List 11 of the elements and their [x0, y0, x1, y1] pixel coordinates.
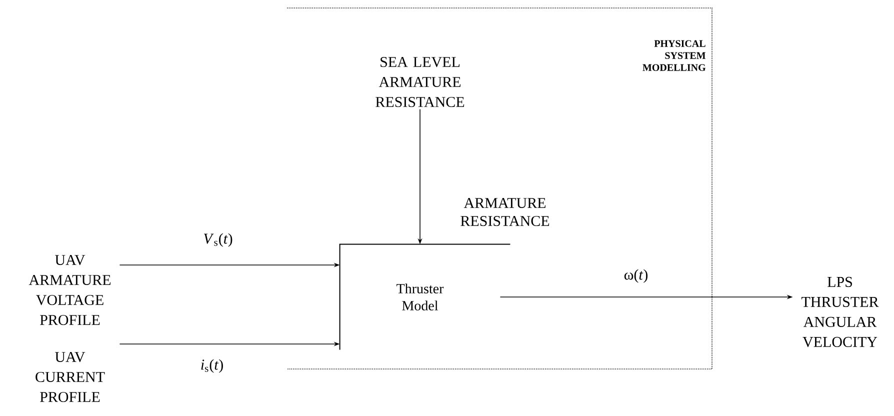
- signal-text: UAV ARMATURE VOLTAGE PROFILE: [28, 254, 110, 326]
- edge-label: V$_{s}$(t): [204, 233, 232, 247]
- boundary-heading: PHYSICAL SYSTEM MODELLING: [642, 40, 706, 71]
- edge-label: ω(t): [624, 269, 648, 283]
- signal-text: UAV CURRENT PROFILE: [36, 352, 105, 402]
- block-box: Thruster Model: [339, 244, 511, 350]
- edge-label: i$_{s}$(t): [201, 359, 223, 373]
- system-boundary: [286, 8, 712, 370]
- edge-label: ARMATURE RESISTANCE: [460, 198, 550, 226]
- signal-text: LPS THRUSTER ANGULAR VELOCITY: [802, 276, 879, 348]
- signal-text: SEA LEVEL ARMATURE RESISTANCE: [376, 56, 464, 108]
